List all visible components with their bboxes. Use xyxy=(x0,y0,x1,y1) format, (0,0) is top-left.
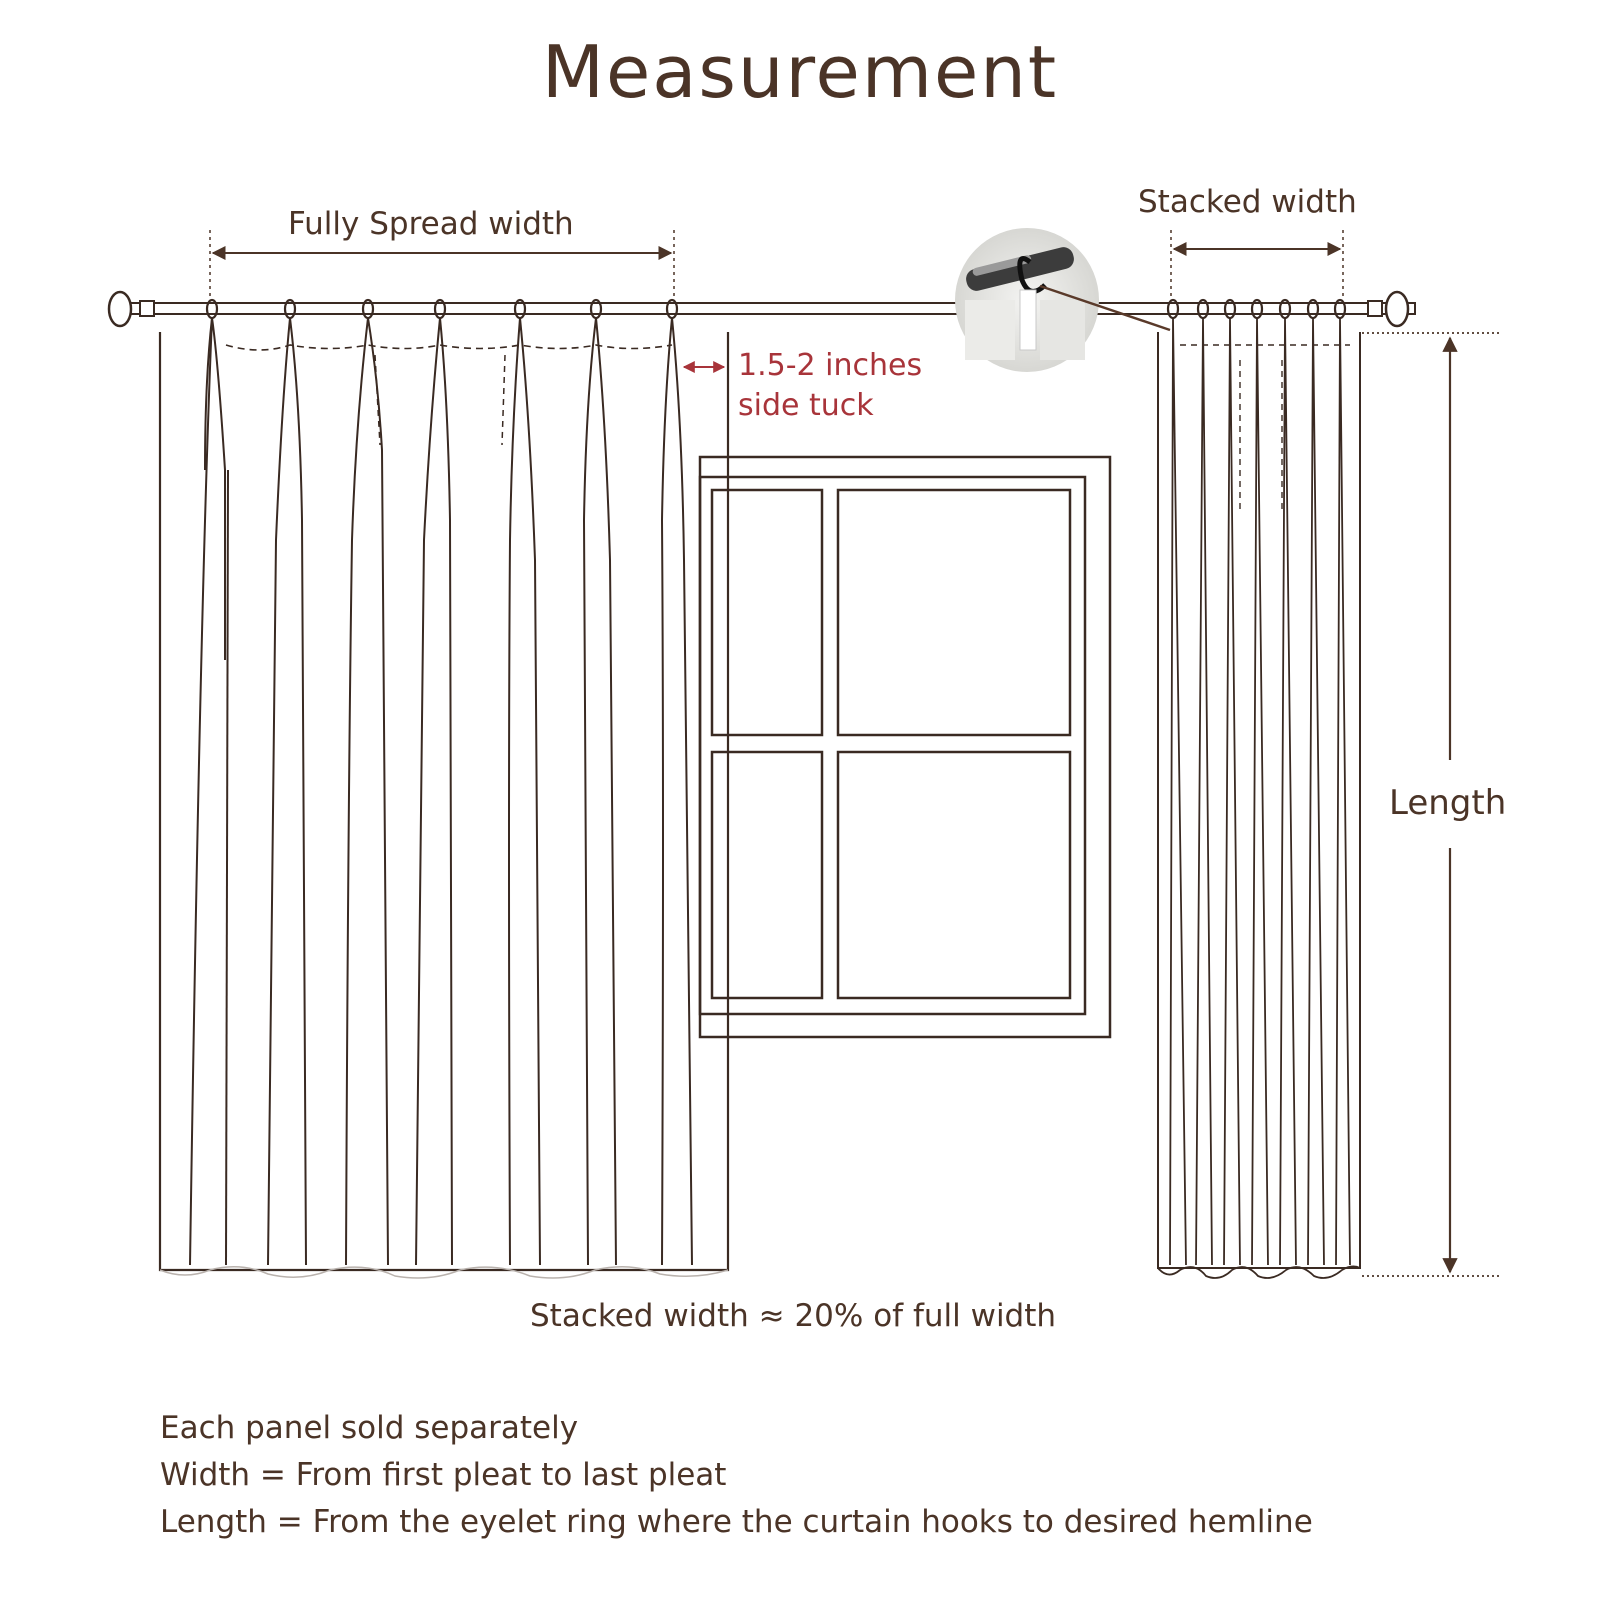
curtain-hook-closeup-icon xyxy=(955,228,1099,372)
window xyxy=(698,455,1112,1039)
page-title: Measurement xyxy=(541,30,1059,114)
hook-pointer-line xyxy=(1039,284,1171,332)
curtain-panel-spread xyxy=(158,317,730,1279)
note-each-panel: Each panel sold separately xyxy=(160,1410,579,1446)
side-tuck-label: 1.5-2 inches side tuck xyxy=(738,346,922,426)
note-width: Width = From first pleat to last pleat xyxy=(160,1457,727,1493)
curtain-panel-stacked xyxy=(1157,317,1361,1279)
side-tuck-line2: side tuck xyxy=(738,388,874,423)
length-dimension xyxy=(1362,332,1500,1277)
notes-block: Each panel sold separately Width = From … xyxy=(160,1405,1313,1546)
fully-spread-width-label: Fully Spread width xyxy=(288,206,574,242)
note-length: Length = From the eyelet ring where the … xyxy=(160,1504,1313,1540)
fully-spread-width-dimension xyxy=(209,230,675,300)
rod-finial-right xyxy=(1384,290,1410,328)
stacked-width-label: Stacked width xyxy=(1138,184,1357,220)
stacked-ratio-label: Stacked width ≈ 20% of full width xyxy=(530,1298,1057,1334)
side-tuck-line1: 1.5-2 inches xyxy=(738,348,923,383)
length-label: Length xyxy=(1389,783,1507,823)
rod-finial-left xyxy=(107,290,133,328)
curtain-rings-left xyxy=(205,298,679,320)
curtain-rod xyxy=(107,290,1416,328)
curtain-rings-right xyxy=(1166,298,1347,320)
stacked-width-dimension xyxy=(1170,230,1344,300)
